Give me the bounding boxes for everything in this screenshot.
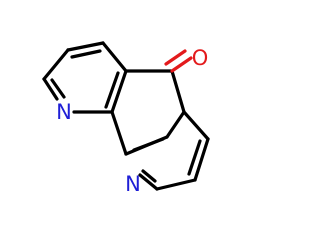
bonds — [42, 41, 210, 191]
bond-carbonyl-outer — [170, 56, 193, 73]
bond-c11-c12 — [155, 178, 197, 191]
bond-c10-c11 — [193, 137, 210, 182]
atom-n-bottom: N — [125, 172, 141, 196]
molecule-diagram: N N O — [42, 41, 210, 196]
bond-c8-c9-inner — [132, 137, 165, 152]
bond-n1-c6 — [42, 77, 59, 101]
bond-c3-c4 — [110, 69, 128, 114]
bond-c10-c11-inner — [187, 139, 202, 176]
atom-labels: N N O — [56, 46, 208, 196]
atom-oxygen: O — [192, 46, 209, 70]
bond-c3-c4-inner — [104, 71, 120, 109]
bond-c7-c10 — [182, 110, 210, 141]
bond-c12-n2 — [138, 173, 159, 191]
structure-canvas: N N O — [42, 41, 210, 196]
bond-c2-c3 — [101, 41, 128, 73]
bond-c7-c8 — [165, 110, 186, 139]
bond-c6-c1 — [42, 48, 70, 81]
bond-c12-n2-inner — [141, 169, 157, 183]
bond-c5-c7 — [170, 69, 186, 114]
bond-c1-c2 — [66, 41, 105, 52]
atom-n-top: N — [56, 100, 72, 124]
bond-c1-c2-inner — [70, 49, 102, 59]
bond-n1-c6-inner — [50, 78, 66, 99]
bond-c4-c8 — [110, 110, 128, 156]
bond-carbonyl-inner — [164, 49, 187, 66]
